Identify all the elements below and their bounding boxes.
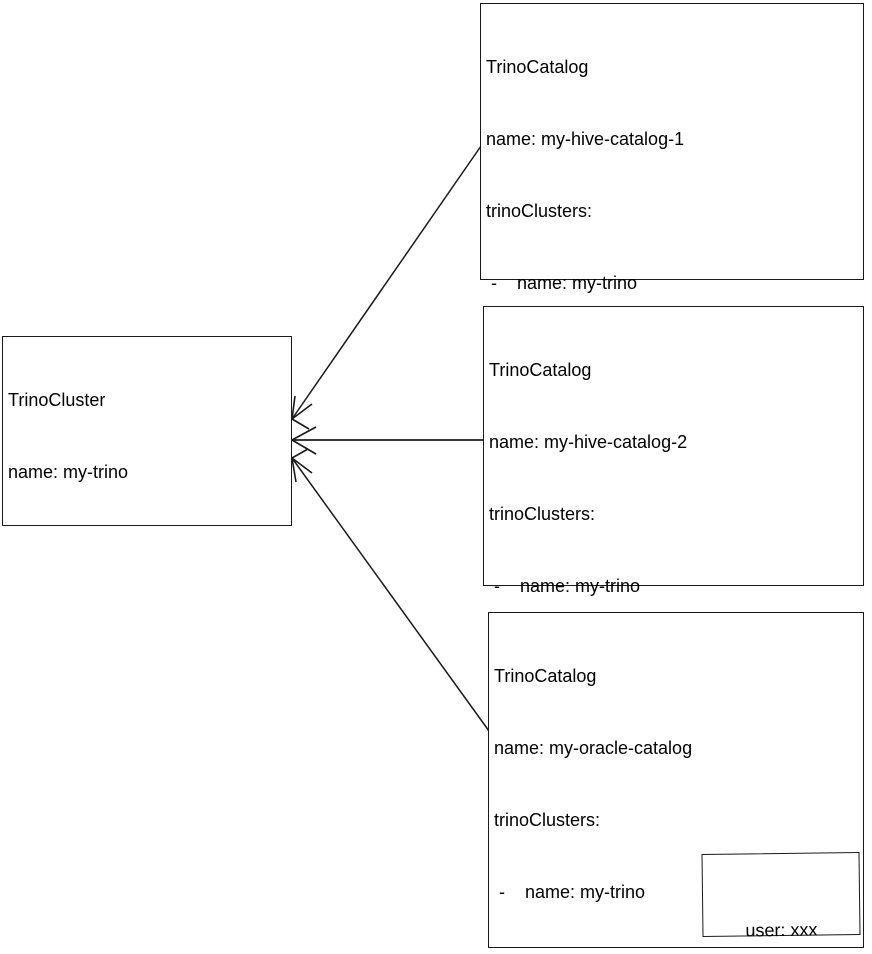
node-trino-cluster[interactable]: TrinoCluster name: my-trino [2,336,292,526]
edge-hive-catalog-2-to-cluster [291,426,483,455]
node-oracle-credentials-secret-text: user: xxx password: xxx [703,865,861,954]
edge-oracle-catalog-to-cluster [291,448,490,732]
node-line: name: my-hive-catalog-2 [489,432,688,452]
node-line: TrinoCluster [8,390,106,410]
node-line: name: my-oracle-catalog [494,738,693,758]
node-line: trinoClusters: [494,810,601,830]
node-trino-catalog-hive-1[interactable]: TrinoCatalog name: my-hive-catalog-1 tri… [480,3,864,653]
node-line: TrinoCatalog [486,57,589,77]
node-line: TrinoCatalog [494,666,597,686]
node-line: name: my-hive-catalog-1 [486,129,685,149]
node-trino-cluster-text: TrinoCluster name: my-trino [8,340,287,532]
node-line: trinoClusters: [486,201,593,221]
node-trino-catalog-hive-2[interactable]: TrinoCatalog name: my-hive-catalog-2 tri… [483,306,864,884]
node-line: trinoClusters: [489,504,596,524]
node-line: - name: my-trino [489,576,641,596]
node-oracle-credentials-secret[interactable]: user: xxx password: xxx [701,852,861,940]
node-line: user: xxx [745,919,818,941]
node-line: TrinoCatalog [489,360,592,380]
node-trino-catalog-oracle-text: TrinoCatalog name: my-oracle-catalog tri… [494,616,859,954]
node-line: - name: my-trino [494,882,646,902]
node-line: - name: my-trino [486,273,638,293]
edge-hive-catalog-1-to-cluster [291,145,482,430]
node-line: name: my-trino [8,462,129,482]
